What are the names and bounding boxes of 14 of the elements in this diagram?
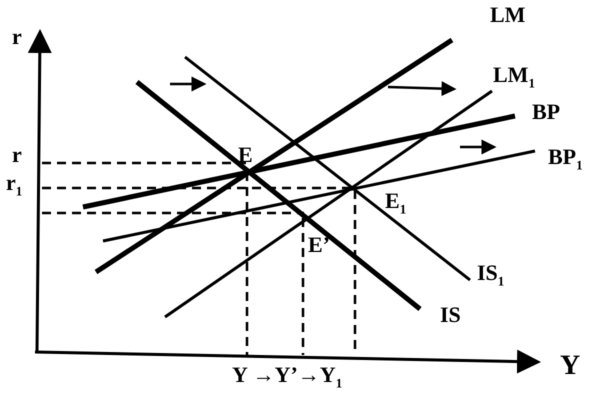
curve-label: IS$_{1}$ [477, 262, 504, 288]
axis-label: r [12, 26, 22, 48]
curve-label: IS [440, 304, 461, 326]
axis-label: Y [560, 352, 580, 380]
curve-label: LM$_{1}$ [493, 64, 535, 90]
axis-label: Y →Y’→Y$_{1}$ [232, 364, 342, 390]
axis-label: r [12, 144, 22, 166]
point-label: E’ [308, 234, 330, 256]
curve-label: LM [490, 4, 526, 26]
curve-label: BP [532, 101, 560, 123]
curve-label: BP$_{1}$ [548, 146, 583, 172]
point-label: E$_{1}$ [385, 190, 406, 216]
point-label: E [238, 144, 253, 166]
axis-label: r$_{1}$ [6, 172, 22, 198]
